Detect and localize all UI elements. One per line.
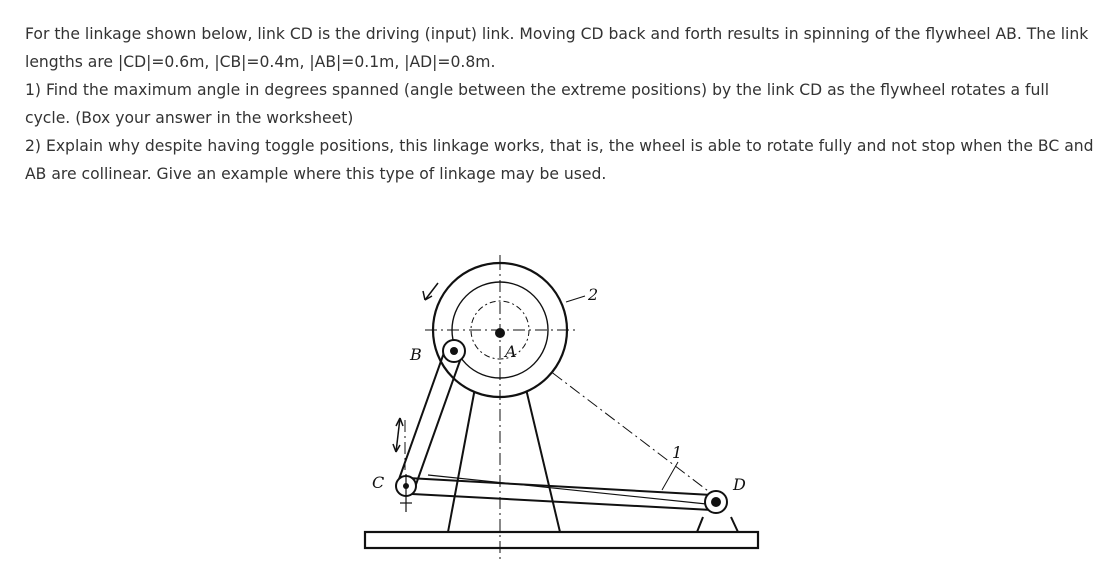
question-part-2: 2) Explain why despite having toggle pos… — [25, 137, 1094, 183]
question-text: For the linkage shown below, link CD is … — [25, 20, 1095, 188]
input-link-cd — [407, 474, 717, 511]
label-c: C — [372, 473, 384, 492]
base-plate — [363, 530, 760, 550]
label-d: D — [732, 475, 746, 494]
leader-lines — [565, 295, 679, 491]
label-a: A — [503, 342, 517, 361]
label-b: B — [409, 345, 422, 364]
joint-d — [695, 490, 740, 533]
question-part-1: 1) Find the maximum angle in degrees spa… — [25, 81, 1050, 127]
coupler-link-bc — [397, 346, 463, 491]
frame-stand — [447, 371, 561, 533]
question-intro: For the linkage shown below, link CD is … — [25, 25, 1089, 71]
label-flywheel-2: 2 — [587, 285, 598, 304]
joint-c — [392, 417, 417, 512]
joint-b — [442, 339, 466, 363]
label-link-1: 1 — [672, 443, 682, 462]
flywheel — [422, 258, 575, 400]
